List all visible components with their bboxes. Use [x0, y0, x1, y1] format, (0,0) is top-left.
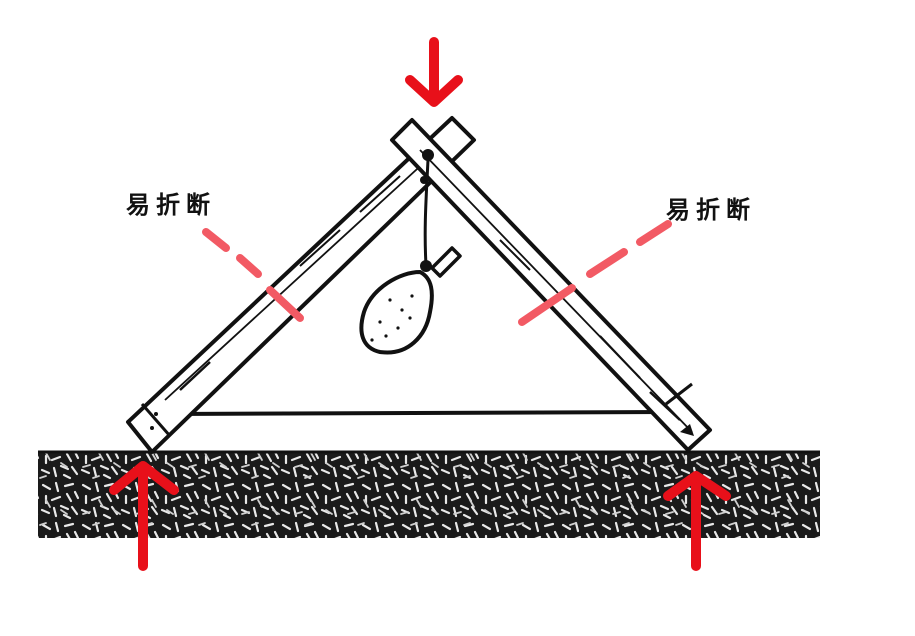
right-pole: [390, 118, 712, 452]
up-arrow-icon-right: [663, 471, 731, 571]
hanging-load: [359, 159, 462, 355]
weak-point-label-right: 易折断: [666, 195, 756, 224]
left-pole: [126, 116, 476, 454]
down-arrow-icon: [405, 37, 463, 107]
weak-point-label-left: 易折断: [126, 190, 216, 219]
weak-point-marker-left: [202, 228, 304, 322]
up-arrow-icon-left: [109, 461, 179, 571]
weak-point-marker-right: [518, 220, 672, 326]
ground: [38, 450, 820, 538]
tie-rope: [169, 410, 673, 416]
